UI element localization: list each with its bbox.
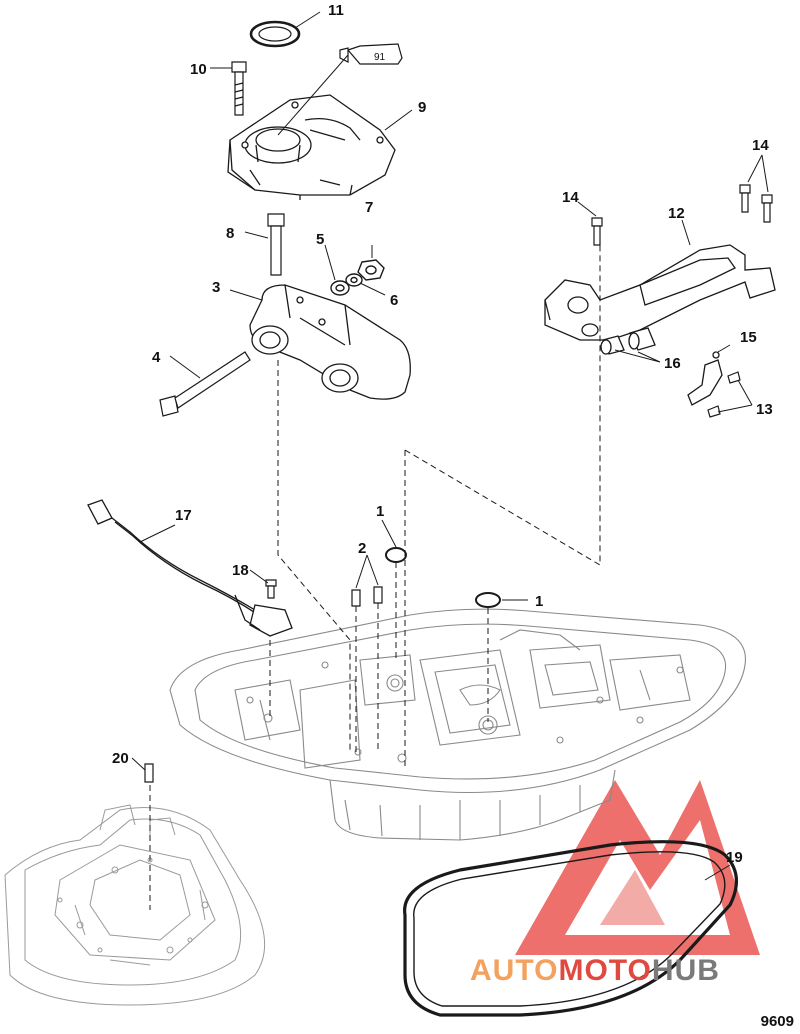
- callout-19: 19: [726, 849, 743, 866]
- callout-17: 17: [175, 507, 192, 524]
- housing-9: [227, 94, 396, 200]
- callout-4: 4: [152, 349, 161, 366]
- callout-6: 6: [390, 292, 398, 309]
- screw-18: [265, 579, 277, 599]
- bolt-4: [159, 351, 251, 417]
- screws-13: [707, 371, 741, 418]
- harness-17: [87, 499, 293, 637]
- callout-10: 10: [190, 61, 207, 78]
- bracket-12: [544, 244, 776, 341]
- o-rings-1: [385, 547, 501, 608]
- lower-adapter-plate: [4, 804, 266, 1006]
- sealant-tube-label: 91: [374, 52, 386, 63]
- nut-7: [357, 259, 385, 281]
- callout-8: 8: [226, 225, 234, 242]
- watermark-part-2: MOTO: [558, 954, 651, 987]
- bolt-10: [231, 61, 247, 116]
- assembly-lines: [149, 245, 601, 910]
- dowel-pins-2: [351, 586, 383, 607]
- callout-18: 18: [232, 562, 249, 579]
- callout-numbers: 11 10 9 8 5 7 6 3 4 12 14 14 15 16 13 17…: [112, 2, 773, 866]
- callout-15: 15: [740, 329, 757, 346]
- callout-9: 9: [418, 99, 426, 116]
- bolt-8: [267, 213, 285, 276]
- callout-13: 13: [756, 401, 773, 418]
- callout-12: 12: [668, 205, 685, 222]
- callout-7: 7: [365, 199, 373, 216]
- callout-20: 20: [112, 750, 129, 767]
- callout-14-right: 14: [752, 137, 769, 154]
- clip-15: [687, 351, 723, 406]
- callout-16: 16: [664, 355, 681, 372]
- callout-11: 11: [328, 2, 344, 19]
- bracket-3: [249, 284, 411, 400]
- seal-11: [249, 20, 301, 48]
- callout-1-lower: 1: [535, 593, 543, 610]
- bolts-14: [591, 184, 773, 246]
- gasket-19: [403, 840, 738, 1017]
- washer-5: [330, 280, 350, 296]
- callout-14-left: 14: [562, 189, 579, 206]
- bushing-16: [600, 327, 656, 355]
- figure-number: 9609: [760, 1013, 794, 1030]
- callout-3: 3: [212, 279, 220, 296]
- watermark-part-1: AUTO: [470, 954, 558, 987]
- sealant-tube: [339, 43, 403, 65]
- pin-20: [144, 763, 154, 783]
- main-adapter-plate: [169, 608, 746, 841]
- callout-1-upper: 1: [376, 503, 384, 520]
- leader-lines: [131, 11, 769, 881]
- watermark-logo: [515, 780, 760, 955]
- washer-6: [345, 273, 363, 287]
- watermark-text: AUTOMOTOHUB: [470, 954, 720, 987]
- callout-5: 5: [316, 231, 324, 248]
- watermark-part-3: HUB: [652, 954, 720, 987]
- callout-2: 2: [358, 540, 366, 557]
